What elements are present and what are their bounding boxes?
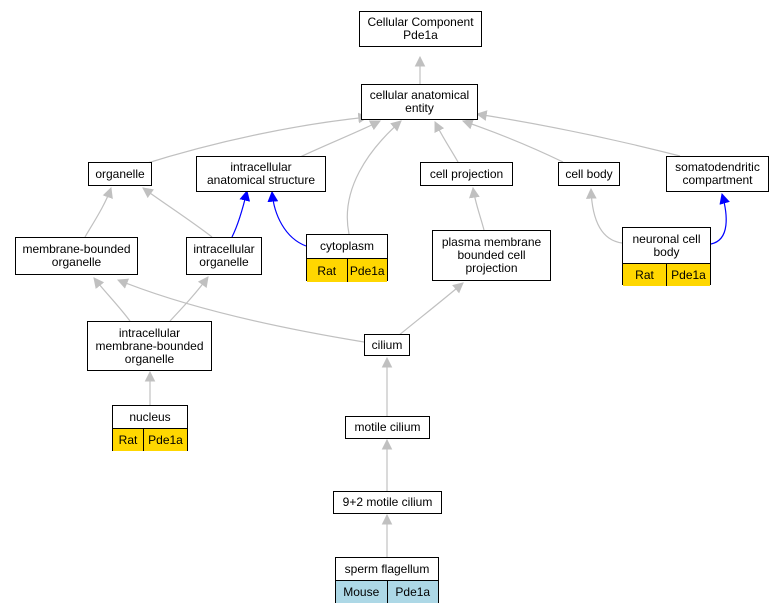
node-cell-body[interactable]: cell body (558, 162, 620, 186)
node-cellular-component-root[interactable]: Cellular Component Pde1a (359, 11, 482, 47)
node-membrane-bounded-organelle[interactable]: membrane-bounded organelle (15, 237, 138, 275)
edge-imbo-to-mbo (93, 277, 131, 322)
edge-cilium-to-pmbcp (397, 282, 464, 337)
species-tag: Rat (623, 264, 666, 286)
node-label: sperm flagellum (336, 558, 438, 581)
node-cilium[interactable]: cilium (364, 334, 410, 356)
node-intracellular-anatomical-structure[interactable]: intracellular anatomical structure (196, 156, 326, 192)
edge-cellbody-to-cae (461, 119, 564, 163)
edge-cellproj-to-cae (434, 121, 459, 163)
edge-io-partof-ias (231, 189, 251, 238)
node-organelle[interactable]: organelle (88, 162, 152, 186)
gene-tag: Pde1a (666, 264, 710, 286)
node-nine-two-motile-cilium[interactable]: 9+2 motile cilium (333, 491, 442, 514)
gene-tag: Pde1a (386, 581, 438, 603)
node-intracellular-organelle[interactable]: intracellular organelle (186, 237, 262, 275)
gene-tag: Pde1a (143, 429, 187, 451)
edge-cilium-to-mbo (116, 278, 365, 343)
edge-ncb-to-cellbody (585, 187, 623, 244)
edge-ncb-partof-sdc (710, 192, 730, 245)
edge-sdc-to-cae (475, 110, 681, 157)
gene-tag: Pde1a (346, 259, 387, 282)
node-intracellular-membrane-bounded-organelle[interactable]: intracellular membrane-bounded organelle (87, 321, 212, 371)
edge-imbo-to-io (169, 276, 209, 322)
node-sperm-flagellum[interactable]: sperm flagellum Mouse Pde1a (335, 557, 439, 603)
node-cellular-anatomical-entity[interactable]: cellular anatomical entity (361, 84, 478, 120)
node-label: cytoplasm (307, 235, 387, 259)
species-tag: Mouse (336, 581, 387, 603)
edge-io-to-organelle (142, 187, 213, 238)
node-somatodendritic-compartment[interactable]: somatodendritic compartment (666, 156, 769, 192)
node-nucleus[interactable]: nucleus Rat Pde1a (112, 405, 188, 451)
edge-cytoplasm-to-cae (346, 120, 402, 235)
species-tag: Rat (307, 259, 347, 282)
species-tag: Rat (113, 429, 143, 451)
edge-mbo-to-organelle (84, 186, 113, 238)
node-cell-projection[interactable]: cell projection (420, 162, 513, 186)
edge-pmbcp-to-cellproj (469, 186, 485, 231)
edge-cytoplasm-partof-ias (267, 190, 307, 247)
node-neuronal-cell-body[interactable]: neuronal cell body Rat Pde1a (622, 227, 711, 286)
node-label: neuronal cell body (623, 228, 710, 264)
node-cytoplasm[interactable]: cytoplasm Rat Pde1a (306, 234, 388, 282)
node-motile-cilium[interactable]: motile cilium (345, 416, 430, 439)
edge-ias-to-cae (299, 120, 381, 158)
node-plasma-membrane-bounded-cell-projection[interactable]: plasma membrane bounded cell projection (432, 230, 551, 281)
edge-organelle-to-cae (140, 112, 370, 166)
node-label: nucleus (113, 406, 187, 429)
